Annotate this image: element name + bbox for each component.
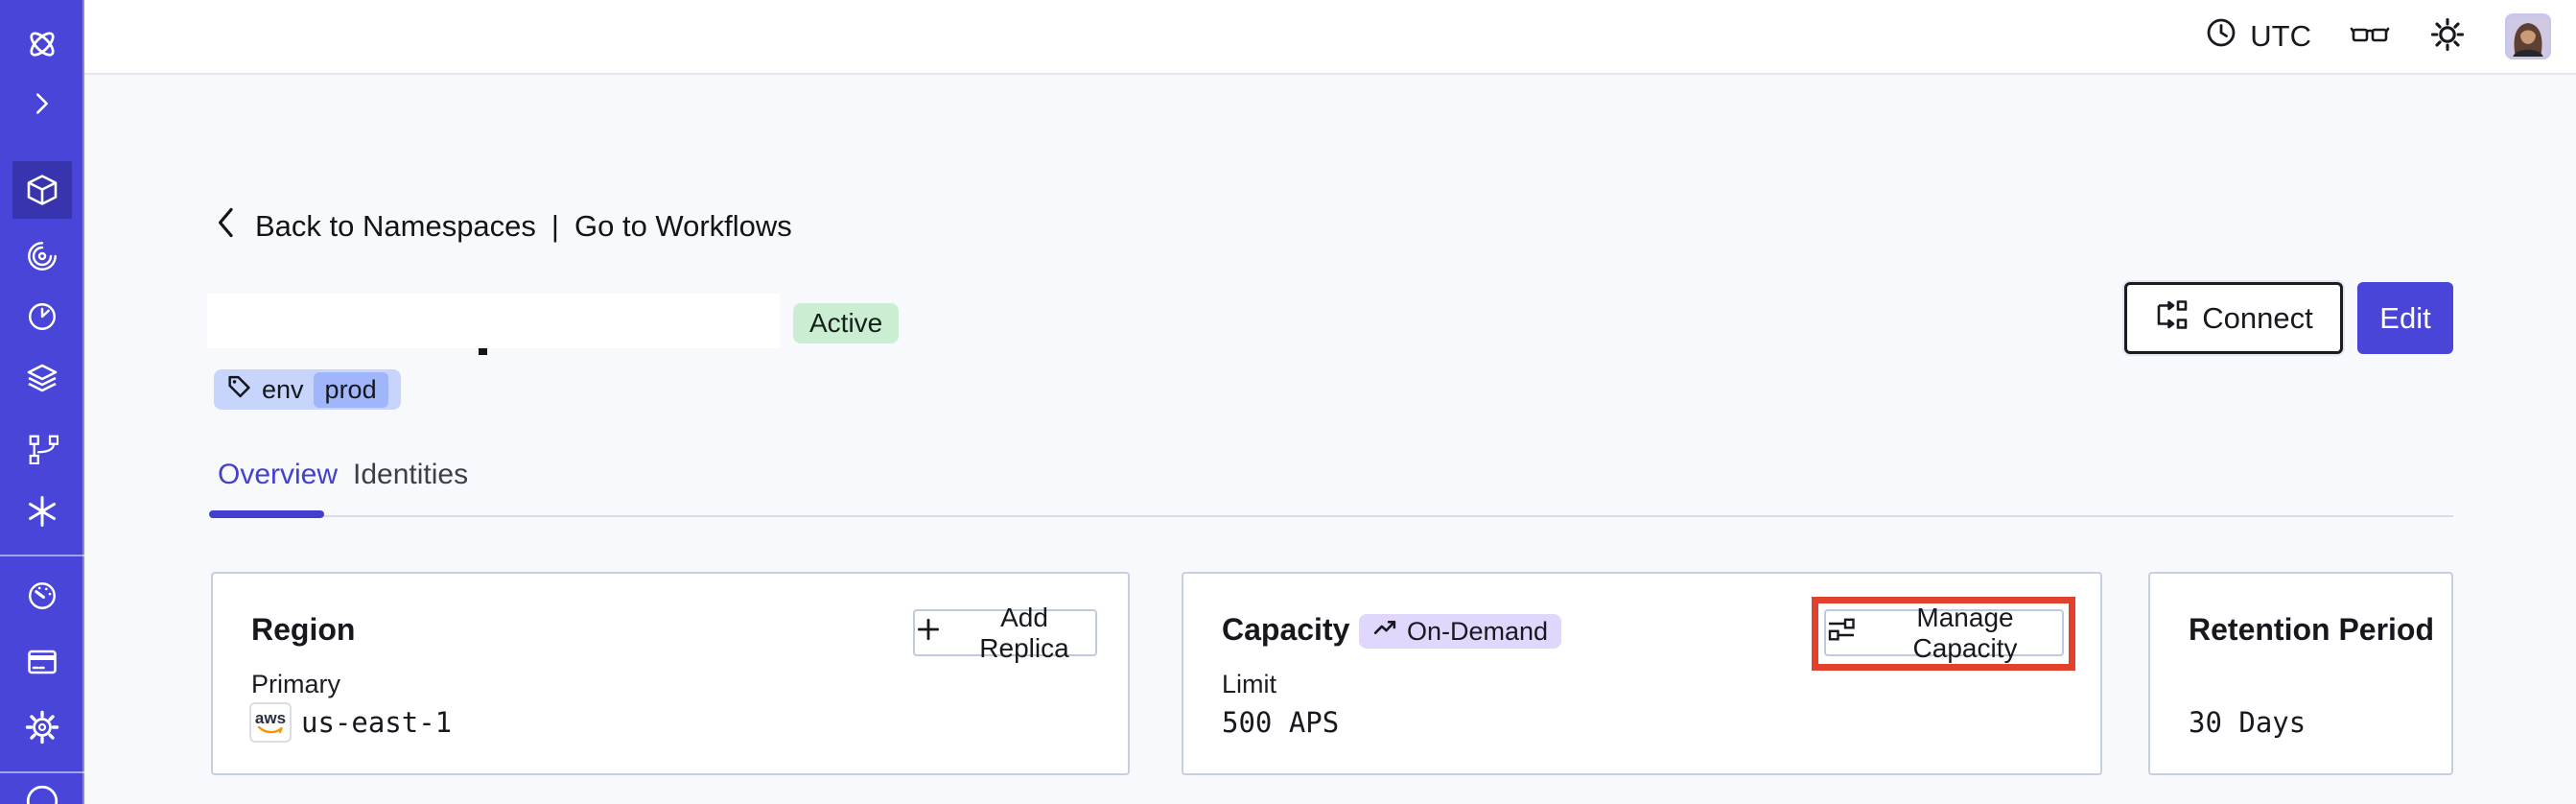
sidebar-item-schedules-clock-icon[interactable]: [0, 300, 84, 333]
tag-value-chip: prod: [313, 371, 388, 408]
top-bar: UTC: [84, 0, 2576, 75]
timezone-label: UTC: [2250, 19, 2311, 53]
timezone-button[interactable]: UTC: [2204, 15, 2311, 58]
retention-card: Retention Period 30 Days: [2148, 572, 2453, 775]
edit-button[interactable]: Edit: [2357, 282, 2453, 354]
manage-capacity-label: Manage Capacity: [1912, 602, 2018, 663]
sidebar-item-deployments-layers-icon[interactable]: [0, 362, 84, 396]
status-badge-label: Active: [809, 308, 883, 338]
sidebar-divider: [0, 771, 84, 773]
breadcrumb[interactable]: Back to Namespaces | Go to Workflows: [211, 203, 792, 249]
on-demand-badge: On-Demand: [1359, 614, 1562, 649]
sidebar-divider: [0, 555, 84, 556]
on-demand-badge-label: On-Demand: [1407, 616, 1549, 646]
manage-capacity-button[interactable]: Manage Capacity: [1824, 603, 2064, 663]
breadcrumb-separator: |: [550, 209, 559, 243]
capacity-value: 500 APS: [1222, 706, 1340, 739]
capacity-card-title: Capacity: [1222, 612, 1350, 647]
connect-button[interactable]: Connect: [2124, 282, 2343, 354]
sidebar-item-settings-gear-icon[interactable]: [0, 710, 84, 745]
tab-overview-label: Overview: [218, 459, 339, 490]
annotation-highlight-box: [1812, 597, 2075, 671]
sliders-icon: [1826, 614, 1857, 651]
sidebar-item-support-icon[interactable]: [0, 783, 84, 804]
avatar[interactable]: [2505, 13, 2551, 59]
tab-overview[interactable]: Overview: [218, 459, 338, 491]
sidebar: [0, 0, 84, 804]
breadcrumb-back-link[interactable]: Back to Namespaces: [255, 209, 536, 243]
sidebar-item-nexus-asterisk-icon[interactable]: [0, 494, 84, 529]
capacity-card: Capacity On-Demand Manage Capacity: [1182, 572, 2102, 775]
sidebar-item-billing-card-icon[interactable]: [0, 645, 84, 679]
glasses-icon: [2350, 19, 2390, 55]
region-card-title: Region: [251, 612, 356, 647]
tag-key-label: env: [262, 374, 304, 404]
primary-label: Primary: [251, 670, 340, 698]
connect-button-label: Connect: [2202, 300, 2313, 335]
sidebar-expand-chevron-icon[interactable]: [0, 90, 84, 117]
limit-label: Limit: [1222, 670, 1277, 698]
namespace-title-redacted: [207, 294, 780, 348]
accessibility-glasses-button[interactable]: [2350, 19, 2390, 55]
connect-flow-icon: [2154, 297, 2189, 340]
aws-logo-text: aws: [254, 709, 287, 727]
add-replica-label: Add Replica: [979, 602, 1069, 663]
retention-card-title: Retention Period: [2189, 612, 2435, 647]
tab-identities[interactable]: Identities: [353, 459, 468, 491]
tag-icon: [226, 373, 252, 406]
tab-identities-label: Identities: [353, 459, 469, 490]
aws-provider-icon: aws: [249, 702, 292, 743]
sidebar-item-batch-branch-icon[interactable]: [0, 432, 84, 464]
retention-value: 30 Days: [2189, 706, 2307, 739]
status-badge: Active: [793, 303, 900, 343]
edit-button-label: Edit: [2379, 300, 2431, 335]
theme-toggle-button[interactable]: [2428, 15, 2467, 59]
sun-icon: [2428, 15, 2467, 59]
add-replica-button[interactable]: Add Replica: [913, 603, 1097, 663]
tab-active-underline: [209, 510, 324, 518]
trending-up-icon: [1372, 615, 1398, 648]
temporal-logo-icon[interactable]: [0, 25, 84, 63]
sidebar-item-usage-gauge-icon[interactable]: [0, 579, 84, 612]
sidebar-item-namespaces-cube-icon[interactable]: [0, 173, 84, 207]
chevron-left-icon: [211, 205, 240, 248]
tab-track-line: [211, 515, 2453, 517]
namespace-tag: env prod: [214, 369, 401, 410]
sidebar-item-workflows-spiral-icon[interactable]: [0, 240, 84, 272]
region-value: us-east-1: [301, 706, 453, 739]
top-bar-right: UTC: [2204, 0, 2551, 73]
plus-icon: [915, 616, 942, 650]
clock-icon: [2204, 15, 2238, 58]
breadcrumb-workflows-link[interactable]: Go to Workflows: [574, 209, 792, 243]
title-text-remnant: [479, 348, 487, 355]
region-card: Region Add Replica Primary aws us-east-1: [211, 572, 1130, 775]
